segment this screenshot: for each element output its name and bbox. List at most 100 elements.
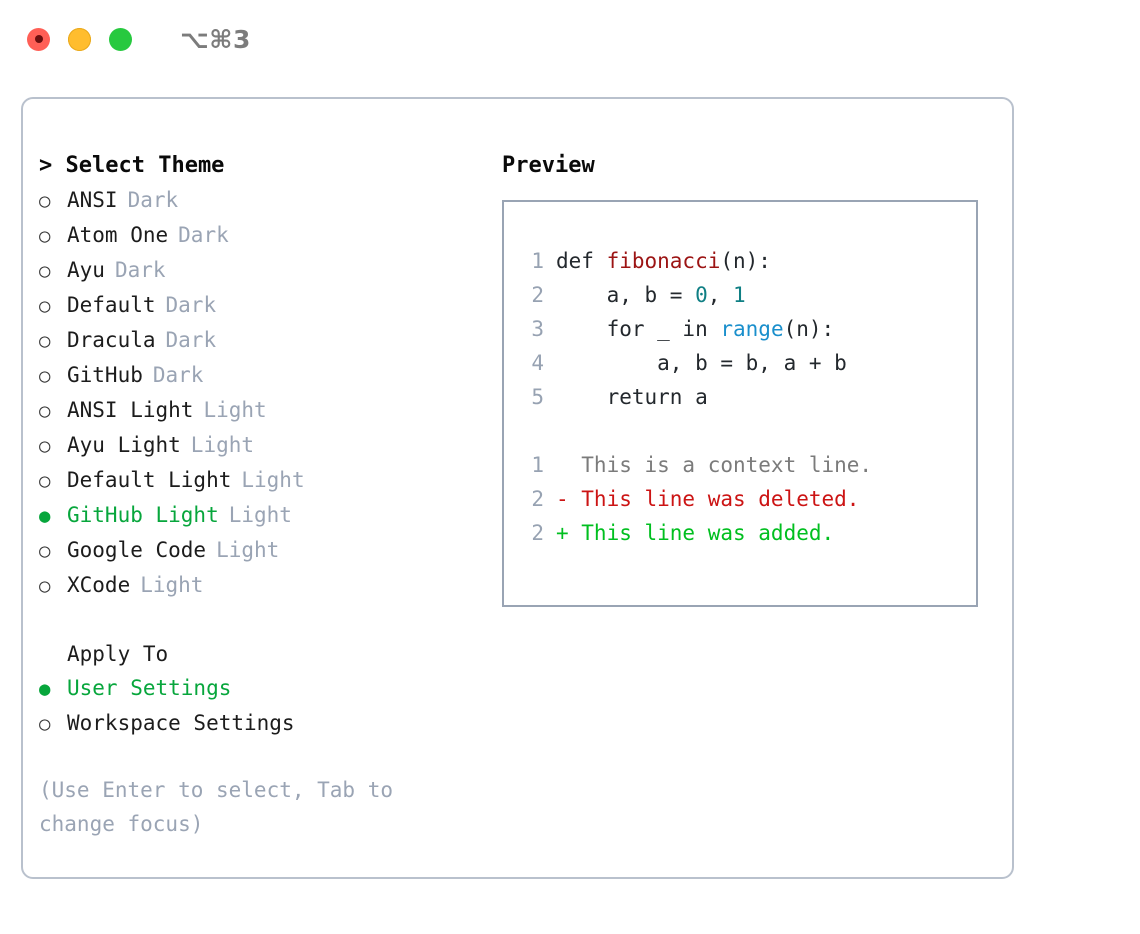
radio-unselected-icon[interactable]: ○ [39, 190, 51, 212]
radio-unselected-icon[interactable]: ○ [39, 225, 51, 247]
line-number: 1 [531, 453, 544, 477]
theme-variant-badge: Dark [165, 328, 217, 352]
line-number: 2 [531, 487, 544, 511]
theme-list-item[interactable]: ○ Google Code Light [39, 533, 491, 568]
theme-list-item[interactable]: ● GitHub Light Light [39, 498, 491, 533]
theme-name-label: Ayu [67, 258, 105, 282]
code-token-plain: (n): [783, 317, 835, 341]
diff-line: 2+ This line was added. [516, 516, 872, 550]
diff-line-text: + This line was added. [556, 521, 835, 545]
radio-selected-icon[interactable]: ● [39, 505, 51, 527]
theme-variant-badge: Light [216, 538, 280, 562]
theme-name-label: Ayu Light [67, 433, 181, 457]
theme-list-item[interactable]: ○ Ayu Light Light [39, 428, 491, 463]
apply-to-list[interactable]: ●User Settings ○ Workspace Settings [39, 671, 491, 741]
radio-unselected-icon[interactable]: ○ [39, 540, 51, 562]
theme-name-label: Google Code [67, 538, 207, 562]
maximize-window-button[interactable] [109, 27, 132, 51]
radio-unselected-icon[interactable]: ○ [39, 470, 51, 492]
diff-line: 1 This is a context line. [516, 448, 872, 482]
apply-to-option[interactable]: ●User Settings [39, 671, 491, 706]
code-token-kwfn: range [720, 317, 784, 341]
line-number: 5 [531, 385, 544, 409]
diff-line-text: - This line was deleted. [556, 487, 860, 511]
theme-name-label: GitHub [67, 363, 143, 387]
theme-list-item[interactable]: ○ Default Dark [39, 288, 491, 323]
theme-variant-badge: Light [228, 503, 292, 527]
theme-name-label: Default Light [67, 468, 232, 492]
line-number: 4 [531, 351, 544, 375]
theme-variant-badge: Dark [114, 258, 166, 282]
theme-list-item[interactable]: ○ Ayu Dark [39, 253, 491, 288]
radio-unselected-icon[interactable]: ○ [39, 575, 51, 597]
theme-list-item[interactable]: ○ XCode Light [39, 568, 491, 603]
apply-to-label: Workspace Settings [67, 711, 295, 735]
code-line-content: for _ in range(n): [556, 312, 835, 346]
diff-line: 2 - This line was deleted. [516, 482, 872, 516]
radio-unselected-icon[interactable]: ○ [39, 295, 51, 317]
theme-name-label: Default [67, 293, 156, 317]
theme-variant-badge: Light [241, 468, 305, 492]
diff-line-text: This is a context line. [556, 453, 873, 477]
code-line: 3 for _ in range(n): [516, 312, 872, 346]
code-token-fn: fibonacci [606, 249, 721, 273]
code-line: 2 a, b = 0, 1 [516, 278, 872, 312]
theme-variant-badge: Light [140, 573, 204, 597]
theme-name-label: ANSI [67, 188, 118, 212]
radio-unselected-icon[interactable]: ○ [39, 435, 51, 457]
list-spacer [39, 603, 491, 637]
radio-selected-icon[interactable]: ● [39, 678, 51, 700]
radio-unselected-icon[interactable]: ○ [39, 400, 51, 422]
radio-unselected-icon[interactable]: ○ [39, 260, 51, 282]
apply-to-heading: Apply To [67, 642, 169, 666]
apply-to-option[interactable]: ○ Workspace Settings [39, 706, 491, 741]
code-line-content: a, b = b, a + b [556, 346, 847, 380]
code-line: 5 return a [516, 380, 872, 414]
theme-list-item[interactable]: ○ Dracula Dark [39, 323, 491, 358]
code-token-plain: def [556, 249, 607, 273]
theme-name-label: Atom One [67, 223, 169, 247]
theme-name-label: ANSI Light [67, 398, 194, 422]
close-window-button[interactable] [27, 27, 50, 51]
radio-unselected-icon[interactable]: ○ [39, 365, 51, 387]
code-token-plain: (n): [720, 249, 771, 273]
code-diff-separator [516, 414, 872, 448]
keyboard-shortcut-label: ⌥⌘3 [180, 24, 251, 54]
code-token-num: 1 [733, 283, 746, 307]
keyboard-hint-text: (Use Enter to select, Tab to change focu… [39, 778, 394, 836]
window-controls [27, 27, 132, 51]
code-line-content: return a [556, 380, 708, 414]
radio-unselected-icon[interactable]: ○ [39, 713, 51, 735]
code-token-plain: a, b = [556, 283, 696, 307]
code-line: 4 a, b = b, a + b [516, 346, 872, 380]
code-token-plain: return a [556, 385, 708, 409]
code-token-plain: a, b = b, a + b [556, 351, 847, 375]
select-theme-heading: > Select Theme [39, 153, 225, 178]
preview-heading: Preview [502, 153, 595, 178]
minimize-window-button[interactable] [68, 27, 91, 51]
theme-list-item[interactable]: ○ Default Light Light [39, 463, 491, 498]
code-line-content: a, b = 0, 1 [556, 278, 746, 312]
window-titlebar: ⌥⌘3 [0, 0, 1140, 78]
code-token-plain: , [707, 283, 734, 307]
theme-variant-badge: Light [190, 433, 255, 457]
theme-name-label: XCode [67, 573, 131, 597]
theme-name-label: GitHub Light [67, 503, 219, 527]
code-line-content: def fibonacci(n): [556, 244, 771, 278]
code-token-plain: for _ in [556, 317, 721, 341]
radio-unselected-icon[interactable]: ○ [39, 330, 51, 352]
line-number: 3 [531, 317, 544, 341]
theme-name-label: Dracula [67, 328, 156, 352]
theme-variant-badge: Dark [165, 293, 217, 317]
